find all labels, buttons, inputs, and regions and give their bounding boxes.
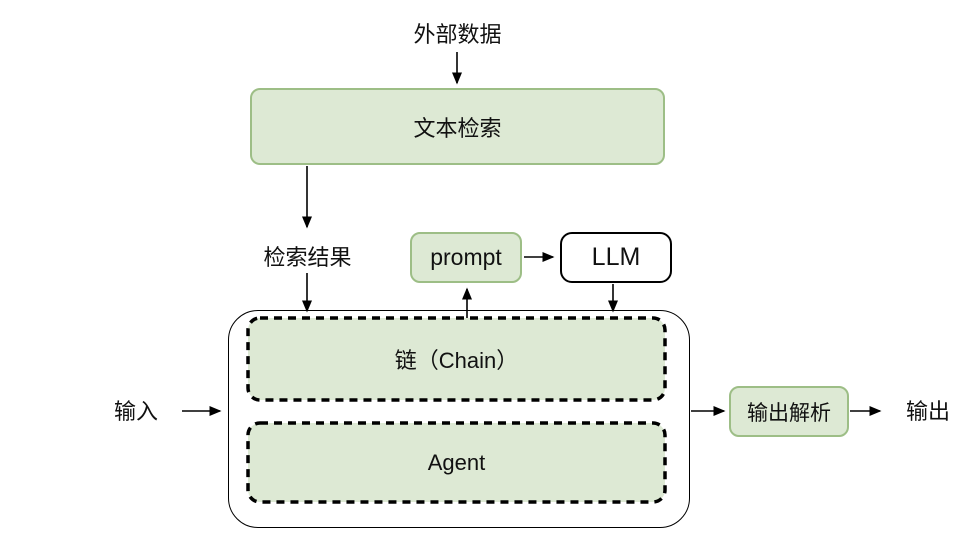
text-retrieval-label: 文本检索 — [413, 115, 502, 141]
agent-label: Agent — [427, 449, 486, 475]
output-parser-node: 输出解析 — [729, 386, 849, 437]
chain-dashed-box — [246, 316, 667, 402]
llm-node: LLM — [560, 232, 672, 283]
prompt-label: prompt — [430, 244, 502, 270]
llm-label: LLM — [591, 243, 641, 271]
prompt-node: prompt — [410, 232, 522, 283]
output-label: 输出 — [905, 399, 950, 424]
chain-label: 链（Chain） — [394, 348, 519, 373]
text-retrieval-node: 文本检索 — [250, 88, 665, 165]
input-label: 输入 — [113, 399, 158, 424]
output-parser-label: 输出解析 — [747, 401, 831, 425]
retrieval-result-label: 检索结果 — [263, 245, 352, 270]
external-data-label: 外部数据 — [413, 22, 502, 47]
agent-dashed-box — [246, 421, 667, 504]
